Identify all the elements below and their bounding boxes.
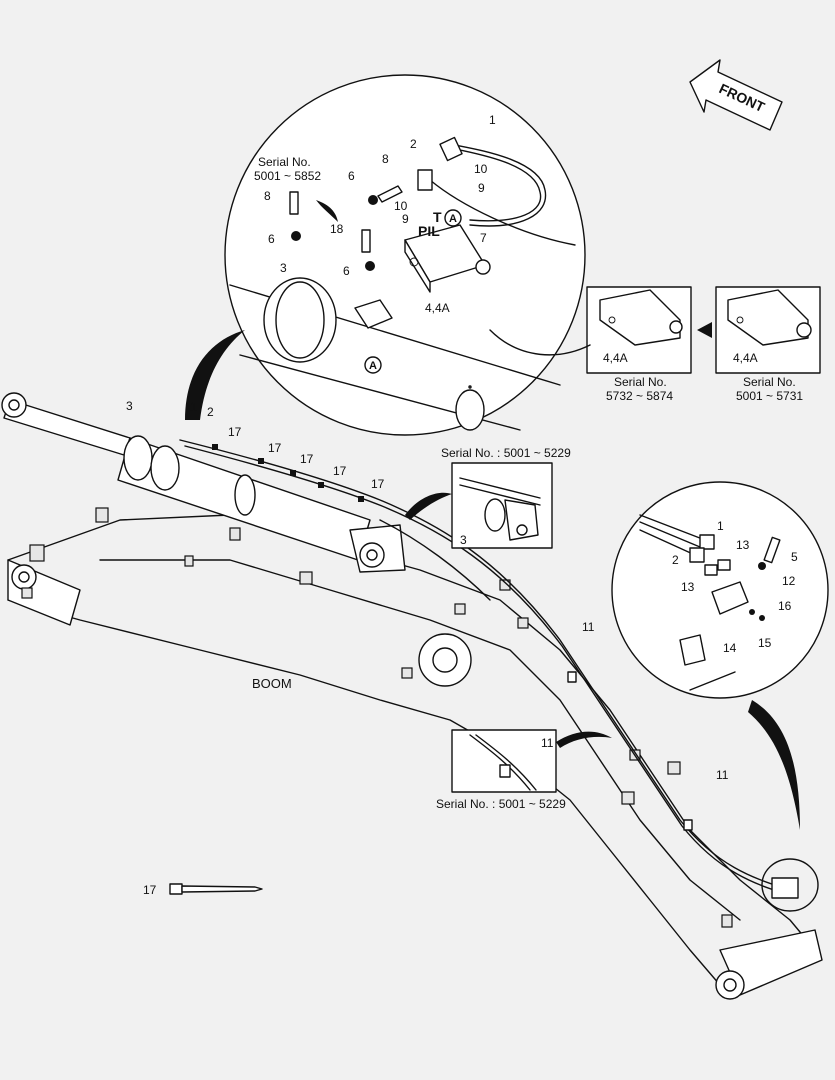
part-label-11c: 11 — [716, 768, 729, 782]
detail-box-cylinder-head: Serial No. : 5001 ~ 5229 3 — [405, 446, 571, 549]
part-label-18: 18 — [330, 222, 344, 236]
part-label-11b: 11 — [541, 736, 554, 750]
valve-variant-5001-5731: 4,4A Serial No. 5001 ~ 5731 — [715, 286, 821, 403]
part-label-17e: 17 — [371, 477, 385, 491]
part-label-2c: 2 — [207, 405, 214, 419]
part-label-3b: 3 — [460, 533, 467, 547]
serial-word-a: Serial No. — [258, 155, 311, 169]
detail-circle-right: 1 2 13 13 5 12 16 14 15 — [611, 481, 829, 830]
hose-routing — [179, 439, 819, 912]
part-label-6a: 6 — [268, 232, 275, 246]
part-label-17c: 17 — [300, 452, 314, 466]
part-label-16: 16 — [778, 599, 792, 613]
part-label-17a: 17 — [228, 425, 242, 439]
callout-a-top: A — [449, 213, 457, 225]
part-label-1c: 1 — [190, 400, 197, 414]
part-label-17b: 17 — [268, 441, 282, 455]
serial-word-b: Serial No. — [614, 375, 667, 389]
front-arrow: FRONT — [689, 59, 783, 131]
part-label-2b: 2 — [672, 553, 679, 567]
cable-tie-legend: 17 — [143, 883, 263, 897]
serial-5001-5229-top: Serial No. : 5001 ~ 5229 — [441, 446, 571, 460]
serial-range-5001-5731: 5001 ~ 5731 — [736, 389, 803, 403]
part-label-6c: 6 — [343, 264, 350, 278]
serial-range-5732-5874: 5732 ~ 5874 — [606, 389, 673, 403]
part-label-14: 14 — [723, 641, 737, 655]
boom-label: BOOM — [252, 676, 292, 691]
part-label-9b: 9 — [402, 212, 409, 226]
part-label-3c: 3 — [126, 399, 133, 413]
part-label-10a: 10 — [474, 162, 488, 176]
part-label-5: 5 — [791, 550, 798, 564]
part-label-17-legend: 17 — [143, 883, 157, 897]
valve-variant-5732-5874: 4,4A Serial No. 5732 ~ 5874 — [586, 286, 692, 403]
part-label-13a: 13 — [736, 538, 750, 552]
port-label-t: T — [433, 209, 442, 225]
serial-range-5001-5852: 5001 ~ 5852 — [254, 169, 321, 183]
part-label-13b: 13 — [681, 580, 695, 594]
main-view-labels: 3 1 2 17 17 17 17 17 11 11 BOOM — [126, 399, 729, 782]
serial-5001-5229-bottom: Serial No. : 5001 ~ 5229 — [436, 797, 566, 811]
part-label-7: 7 — [480, 231, 487, 245]
part-label-6b: 6 — [348, 169, 355, 183]
part-label-4-4a-right: 4,4A — [733, 351, 758, 365]
part-label-17d: 17 — [333, 464, 347, 478]
part-label-1a: 1 — [489, 113, 496, 127]
part-label-10b: 10 — [394, 199, 408, 213]
part-label-2a: 2 — [410, 137, 417, 151]
part-label-1b: 1 — [717, 519, 724, 533]
part-label-15: 15 — [758, 636, 772, 650]
part-label-12: 12 — [782, 574, 796, 588]
part-label-9a: 9 — [478, 181, 485, 195]
port-label-pil: PIL — [418, 223, 440, 239]
arm-cylinder — [1, 392, 406, 573]
part-label-3a: 3 — [280, 261, 287, 275]
part-label-8a: 8 — [264, 189, 271, 203]
callout-a-clamp: A — [369, 360, 377, 372]
part-label-4-4a-mid: 4,4A — [603, 351, 628, 365]
part-label-4-4a-top: 4,4A — [425, 301, 450, 315]
detail-box-clamp: 11 Serial No. : 5001 ~ 5229 — [436, 729, 612, 811]
detail-circle-top: A A Serial No. 5001 ~ 5852 8 6 6 8 18 6 … — [185, 74, 586, 436]
serial-word-c: Serial No. — [743, 375, 796, 389]
part-label-8b: 8 — [382, 152, 389, 166]
part-label-11a: 11 — [582, 620, 595, 634]
